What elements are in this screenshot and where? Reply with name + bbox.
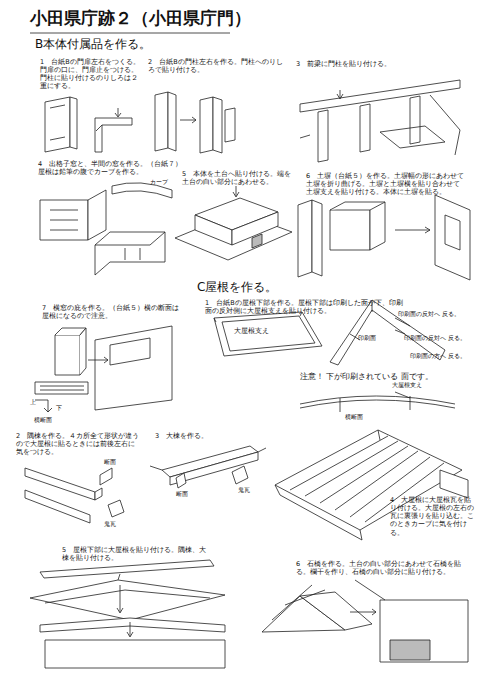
part-label: 大屋根支え: [234, 327, 284, 335]
step-instruction: 2 台紙Bの門柱左右を作る。門柱へのりしろで貼り付ける。: [148, 58, 283, 74]
step-instruction: 6 石橋を作る。土台の白い部分にあわせて石橋を貼る。欄干を作り、石橋の白い部分に…: [296, 560, 466, 576]
section-heading: B本体付属品を作る。: [35, 37, 235, 52]
section-heading: C屋根を作る。: [197, 280, 347, 295]
direction-note: 印刷面の方へ 反る。: [410, 352, 475, 360]
step-instruction: 7 横窓の庇を作る。（台紙５）横の断面は屋根になるので注意。: [42, 304, 182, 320]
step-instruction: 3 前梁に門柱を貼り付ける。: [296, 60, 446, 68]
step-instruction: 4 大屋根に大屋根瓦を貼り付ける。大屋根の左右の瓦に裏張りを貼り込む。このときカ…: [390, 496, 475, 537]
step-instruction: 6 土塀（台紙５）を作る。土塀幅の形にあわせて土塀を折り曲げる。土塀と土塀横を貼…: [306, 172, 466, 196]
part-label: 横断面: [345, 413, 385, 421]
part-label: 鬼瓦: [238, 486, 268, 494]
step-instruction: 1 台紙Bの門扉左右をつくる。門扉の口に、門扉止をつける。門柱に貼り付けるのりし…: [40, 58, 140, 91]
part-label: 鬼瓦: [104, 520, 134, 528]
sheet-title: 小田県庁跡２（小田県庁門）: [30, 8, 330, 29]
step-instruction: 2 隅棟を作る。４カ所全て形状が違うので大屋根に貼るときには前後左右に気をつける…: [16, 432, 141, 456]
part-label: 横断面: [34, 416, 74, 424]
step-instruction: 5 本体を土台へ貼り付ける。端を土台の白い部分にあわせる。: [182, 170, 292, 186]
part-label: 上: [30, 398, 42, 406]
part-label: カーブ: [150, 178, 180, 186]
part-label: 断面: [104, 458, 134, 466]
step-instruction: 4 出格子窓と、半間の窓を作る。（台紙７）屋根は鉛筆の腹でカーブを作る。: [38, 160, 188, 176]
caution-note: 注意！ 下が印刷されている 面です。: [300, 372, 450, 381]
step-instruction: 3 大棟を作る。: [155, 432, 235, 440]
direction-note: 印刷面の反対へ 反る。: [404, 334, 474, 342]
part-label: 下: [56, 404, 68, 412]
part-label: 印刷面: [358, 334, 388, 342]
part-label: 大屋根支え: [392, 381, 452, 389]
part-label: 断面: [176, 490, 206, 498]
direction-note: 印刷面の反対へ 反る。: [398, 310, 468, 318]
step-instruction: 1 台紙Bの屋根下部を作る。屋根下部は印刷した面が下、印刷面の反対側に大屋根支え…: [205, 299, 405, 315]
step-instruction: 5 屋根下部に大屋根を貼り付ける。隅棟、大棟を貼り付ける。: [62, 546, 212, 562]
